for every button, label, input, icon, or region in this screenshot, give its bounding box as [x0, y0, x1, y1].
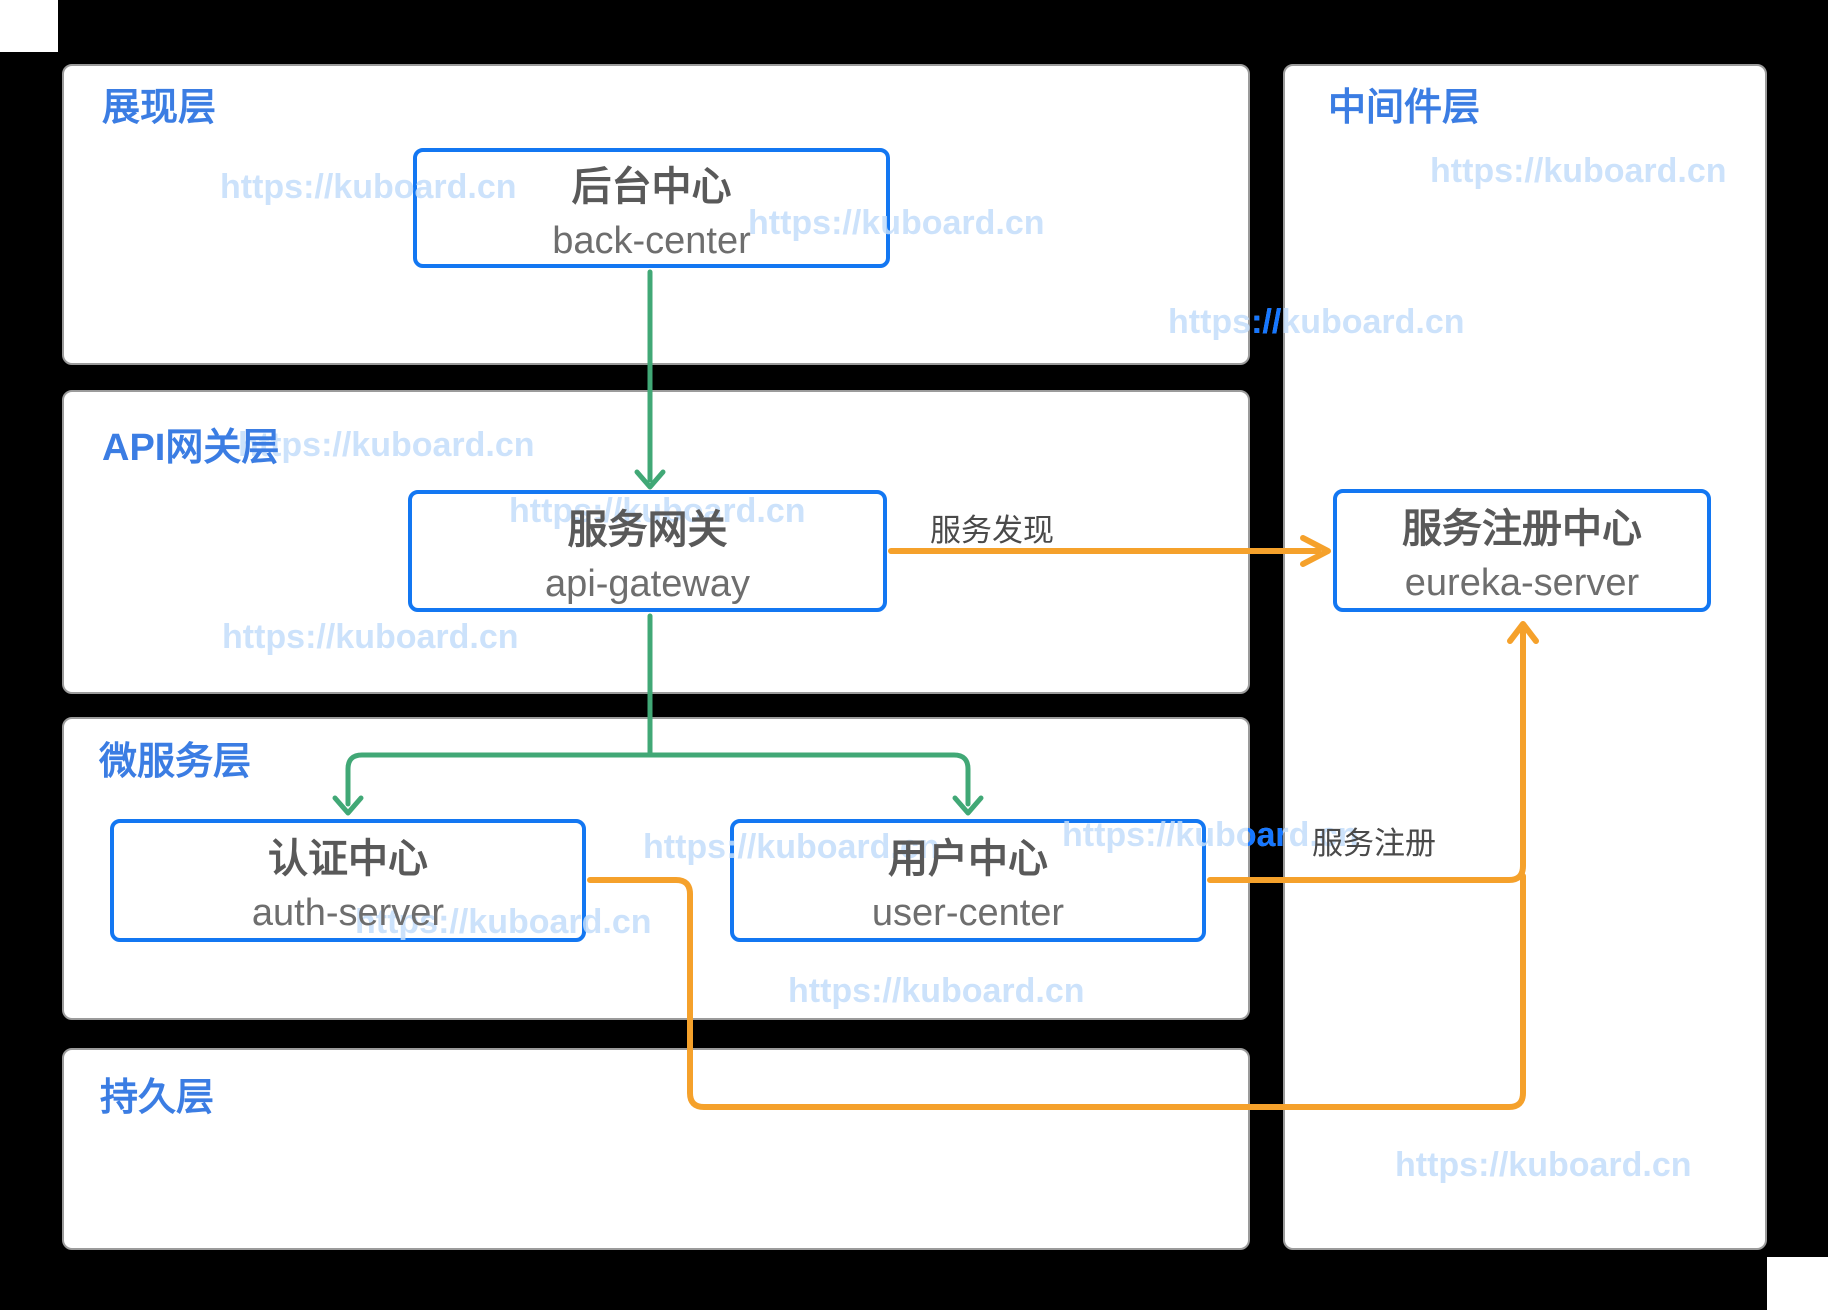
corner-artifact-top-left [0, 0, 58, 52]
watermark: https://kuboard.cn [509, 492, 806, 530]
node-back-center [413, 148, 890, 268]
arrowhead-right-eureka [1300, 535, 1331, 567]
layer-label-presentation: 展现层 [102, 87, 217, 129]
watermark: https://kuboard.cn [1395, 1146, 1692, 1184]
watermark-bright-fragment: https://kuboard.cn [1250, 303, 1283, 347]
watermark: https://kuboard.cn [1168, 303, 1465, 341]
node-auth-server [110, 819, 586, 942]
watermark: https://kuboard.cn [1430, 152, 1727, 190]
watermark: https://kuboard.cn [643, 828, 940, 866]
edge-label-service-registration: 服务注册 [1312, 826, 1436, 861]
corner-artifact-bottom-right [1767, 1257, 1828, 1310]
node-api-gateway [408, 490, 887, 612]
watermark: https://kuboard.cn [238, 426, 535, 464]
watermark: https://kuboard.cn [355, 903, 652, 941]
watermark: https://kuboard.cn [1248, 816, 1283, 854]
layer-label-microservice: 微服务层 [99, 741, 252, 783]
arrowhead-down-auth [332, 795, 364, 816]
watermark: https://kuboard.cn [748, 204, 1045, 242]
arrow-gateway-branches [345, 752, 971, 807]
watermark-bright-fragment: https://kuboard.cn [1248, 816, 1283, 860]
watermark: https://kuboard.cn [788, 972, 1085, 1010]
arrowhead-up-eureka [1507, 621, 1539, 644]
watermark: https://kuboard.cn [1250, 303, 1283, 341]
layer-label-api-gateway: API网关层 [102, 427, 280, 469]
arrowhead-down-user [952, 795, 984, 816]
arrow-user-registration [1207, 623, 1526, 883]
panel-persistence-layer [62, 1048, 1250, 1250]
node-user-center [730, 819, 1206, 942]
arrowhead-down-gateway [634, 469, 666, 490]
arrow-auth-registration [587, 873, 1526, 1110]
watermark: https://kuboard.cn [220, 168, 517, 206]
watermark: https://kuboard.cn [222, 618, 519, 656]
node-eureka-server [1333, 489, 1711, 612]
watermark: https://kuboard.cn [1062, 816, 1359, 854]
layer-label-middleware: 中间件层 [1328, 87, 1481, 129]
layer-label-persistence: 持久层 [100, 1077, 215, 1119]
edge-label-service-discovery: 服务发现 [930, 513, 1054, 548]
